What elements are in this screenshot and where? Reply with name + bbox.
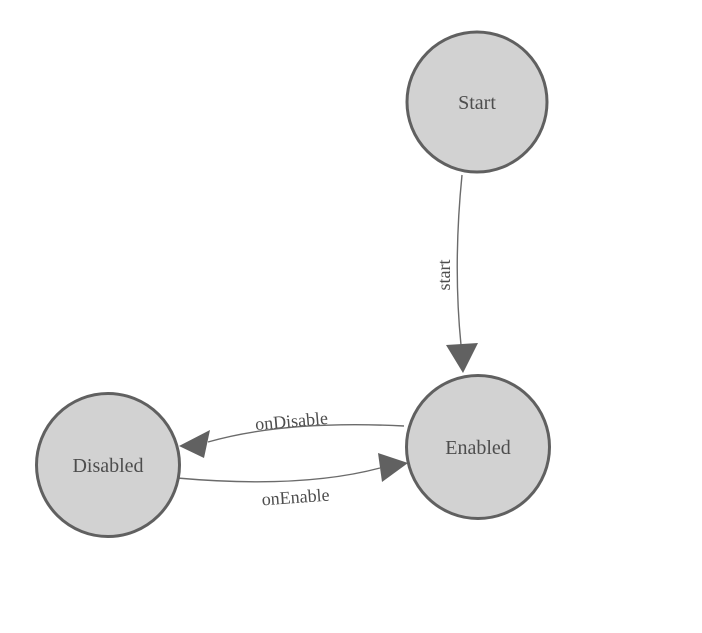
edge-start-line [456, 174, 463, 346]
arrowhead-icon [446, 343, 478, 373]
arrowhead-icon [179, 430, 210, 458]
edge-label-ondisable: onDisable [254, 408, 328, 434]
edge-label-start: start [434, 260, 454, 291]
edge-start-to-enabled: start [434, 174, 478, 373]
edge-disabled-to-enabled: onEnable [176, 453, 408, 510]
state-circle-enabled [405, 374, 551, 520]
edge-ondisable-line [207, 424, 405, 443]
edge-onenable-line [176, 467, 381, 483]
state-label-start: Start [458, 92, 496, 114]
edge-enabled-to-disabled: onDisable [179, 408, 405, 458]
state-node-enabled: Enabled [405, 374, 551, 520]
state-label-disabled: Disabled [72, 455, 143, 477]
state-label-enabled: Enabled [445, 437, 511, 459]
edge-label-onenable: onEnable [261, 485, 330, 510]
state-node-start: Start [405, 30, 549, 174]
state-node-disabled: Disabled [35, 392, 181, 538]
state-circle-start [405, 30, 549, 174]
arrowhead-icon [378, 453, 408, 482]
state-circle-disabled [35, 392, 181, 538]
